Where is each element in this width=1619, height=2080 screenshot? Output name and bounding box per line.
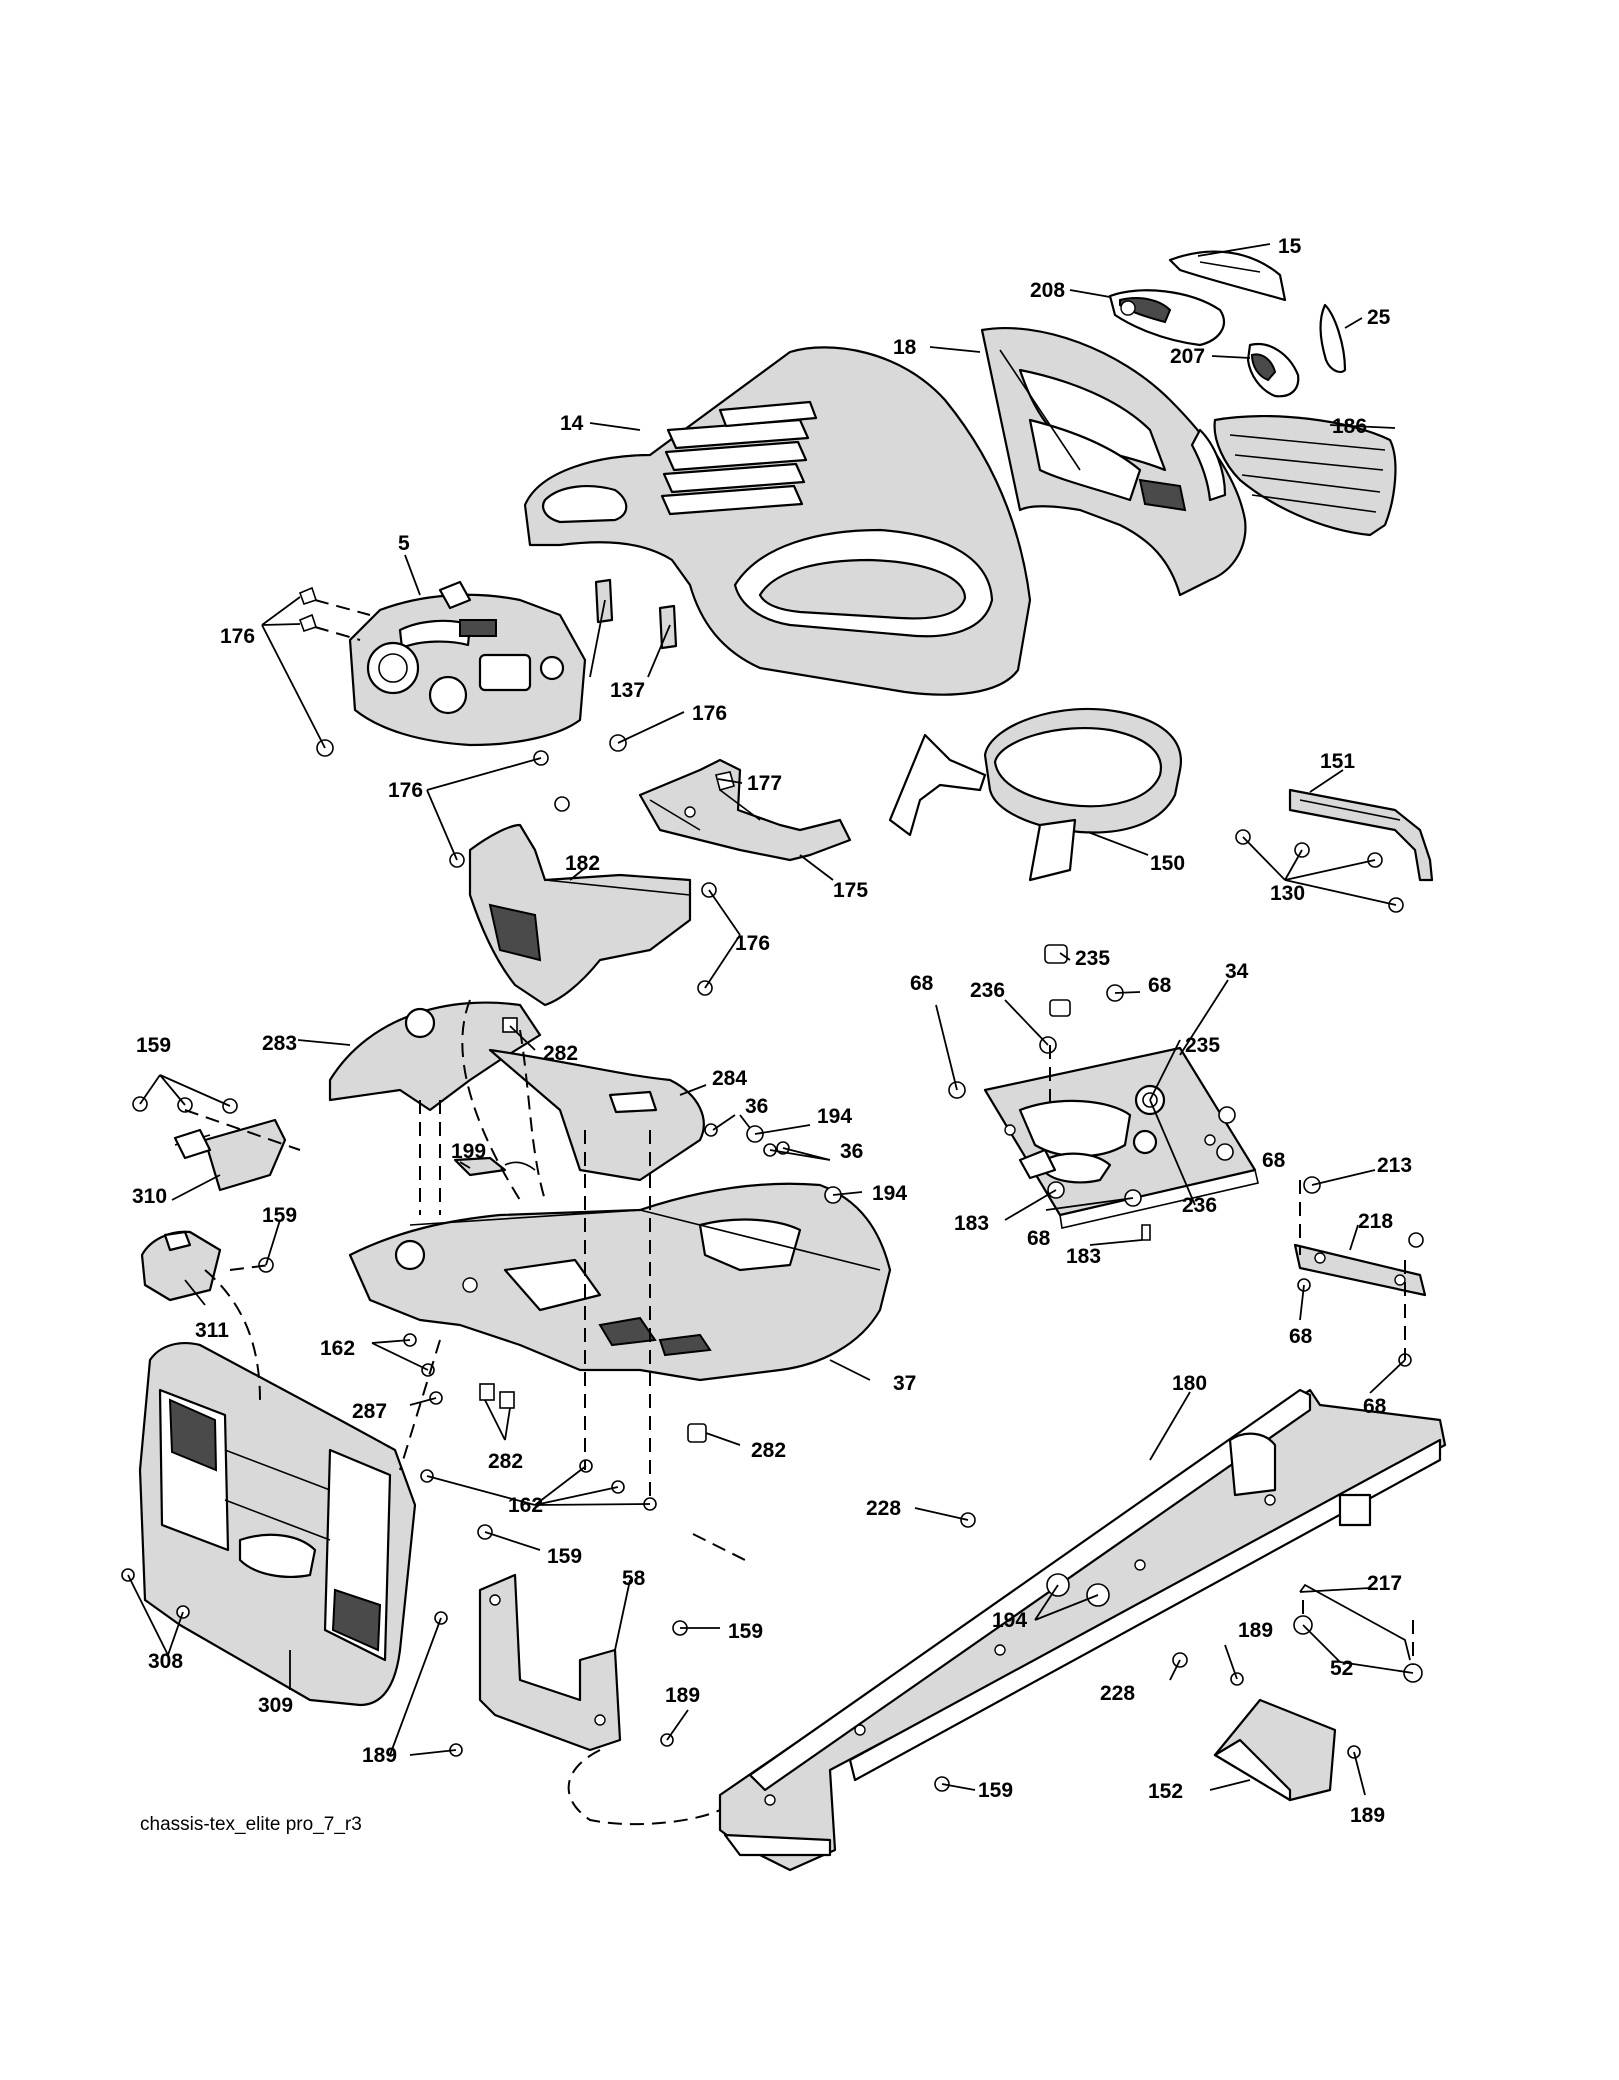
callout-282a: 282	[543, 1042, 578, 1065]
grille-shell-part-18	[980, 326, 1247, 597]
callout-176c: 176	[388, 779, 423, 802]
callout-68e: 68	[1289, 1325, 1313, 1348]
callout-15: 15	[1278, 235, 1302, 258]
callout-152: 152	[1148, 1780, 1183, 1803]
callout-186: 186	[1332, 415, 1367, 438]
callout-189b: 189	[665, 1684, 700, 1707]
hood-part-14	[523, 346, 1032, 696]
assembly-dashed-lines	[184, 599, 1414, 1826]
callout-310: 310	[132, 1185, 167, 1208]
callout-236a: 236	[970, 979, 1005, 1002]
diagram-caption: chassis-tex_elite pro_7_r3	[140, 1814, 362, 1835]
callout-235b: 235	[1185, 1034, 1220, 1057]
callout-68f: 68	[1363, 1395, 1387, 1418]
headlight-part-207	[1246, 342, 1300, 398]
callout-52: 52	[1330, 1657, 1353, 1680]
callout-159e: 159	[978, 1779, 1013, 1802]
callout-34: 34	[1225, 960, 1249, 983]
dash-panel-part-5	[348, 580, 587, 747]
callout-282c: 282	[751, 1439, 786, 1462]
callout-36a: 36	[745, 1095, 768, 1118]
callout-183a: 183	[954, 1212, 989, 1235]
bracket-part-218	[1293, 1243, 1427, 1297]
callout-159c: 159	[547, 1545, 582, 1568]
callout-235a: 235	[1075, 947, 1110, 970]
callout-159b: 159	[262, 1204, 297, 1227]
callout-199: 199	[451, 1140, 486, 1163]
callout-68d: 68	[1027, 1227, 1051, 1250]
callout-68b: 68	[910, 972, 934, 995]
lower-dash-part-182	[468, 823, 692, 1007]
leader-lines	[127, 243, 1414, 1796]
callout-36b: 36	[840, 1140, 863, 1163]
callout-137: 137	[610, 679, 645, 702]
callout-68a: 68	[1148, 974, 1172, 997]
callout-176b: 176	[692, 702, 727, 725]
callout-68c: 68	[1262, 1149, 1286, 1172]
callout-236b: 236	[1182, 1194, 1217, 1217]
callout-162b: 162	[508, 1494, 543, 1517]
callout-177: 177	[747, 772, 782, 795]
side-bracket-part-310	[173, 1118, 287, 1192]
main-body-part-37	[348, 1182, 892, 1382]
callout-213: 213	[1377, 1154, 1412, 1177]
callout-159d: 159	[728, 1620, 763, 1643]
light-lens-part-25	[1319, 303, 1347, 374]
callout-207: 207	[1170, 345, 1205, 368]
bracket-part-151	[1288, 788, 1434, 882]
callout-37: 37	[893, 1372, 916, 1395]
fender-cover-part-283	[328, 1001, 542, 1112]
callout-150: 150	[1150, 852, 1185, 875]
callout-228a: 228	[866, 1497, 901, 1520]
side-bracket-part-311	[140, 1230, 222, 1302]
callout-189c: 189	[362, 1744, 397, 1767]
callout-287: 287	[352, 1400, 387, 1423]
callout-130: 130	[1270, 882, 1305, 905]
bracket-part-175	[638, 758, 852, 862]
front-shield-part-309	[138, 1342, 417, 1707]
callout-218: 218	[1358, 1210, 1393, 1233]
callout-183b: 183	[1066, 1245, 1101, 1268]
callout-151: 151	[1320, 750, 1355, 773]
callout-311: 311	[195, 1319, 229, 1342]
callout-228b: 228	[1100, 1682, 1135, 1705]
motor-plate-part-34	[983, 1046, 1259, 1229]
grille-mesh-part-186	[1213, 414, 1397, 537]
callout-194b: 194	[872, 1182, 907, 1205]
fender-cover-part-284	[488, 1048, 705, 1182]
seat-spring-part-199	[453, 1156, 536, 1177]
callout-189d: 189	[1350, 1804, 1385, 1827]
callout-182: 182	[565, 852, 600, 875]
frame-part-180	[718, 1388, 1447, 1872]
callout-189a: 189	[1238, 1619, 1273, 1642]
callout-283: 283	[262, 1032, 297, 1055]
headlight-part-208	[1108, 289, 1225, 347]
callout-labels: 15 208 25 18 207 14 186 5 176 137 176 17…	[132, 235, 1412, 1827]
rod-part-217	[1299, 1583, 1411, 1661]
callout-194a: 194	[817, 1105, 852, 1128]
callout-284: 284	[712, 1067, 747, 1090]
callout-25: 25	[1367, 306, 1391, 329]
callout-180: 180	[1172, 1372, 1207, 1395]
callout-159a: 159	[136, 1034, 171, 1057]
callout-175: 175	[833, 879, 868, 902]
guard-part-152	[1213, 1698, 1337, 1802]
callout-176a: 176	[220, 625, 255, 648]
fuel-tank-part-150	[888, 707, 1182, 882]
callout-309: 309	[258, 1694, 293, 1717]
callout-58: 58	[622, 1567, 646, 1590]
callout-194c: 194	[992, 1609, 1027, 1632]
badge-part-15	[1168, 250, 1287, 302]
callout-162a: 162	[320, 1337, 355, 1360]
callout-217: 217	[1367, 1572, 1402, 1595]
callout-18: 18	[893, 336, 917, 359]
frame-bracket-part-58	[478, 1573, 622, 1752]
callout-208: 208	[1030, 279, 1065, 302]
callout-176d: 176	[735, 932, 770, 955]
callout-282b: 282	[488, 1450, 523, 1473]
callout-308: 308	[148, 1650, 183, 1673]
callout-14: 14	[560, 412, 584, 435]
callout-5: 5	[398, 532, 410, 555]
